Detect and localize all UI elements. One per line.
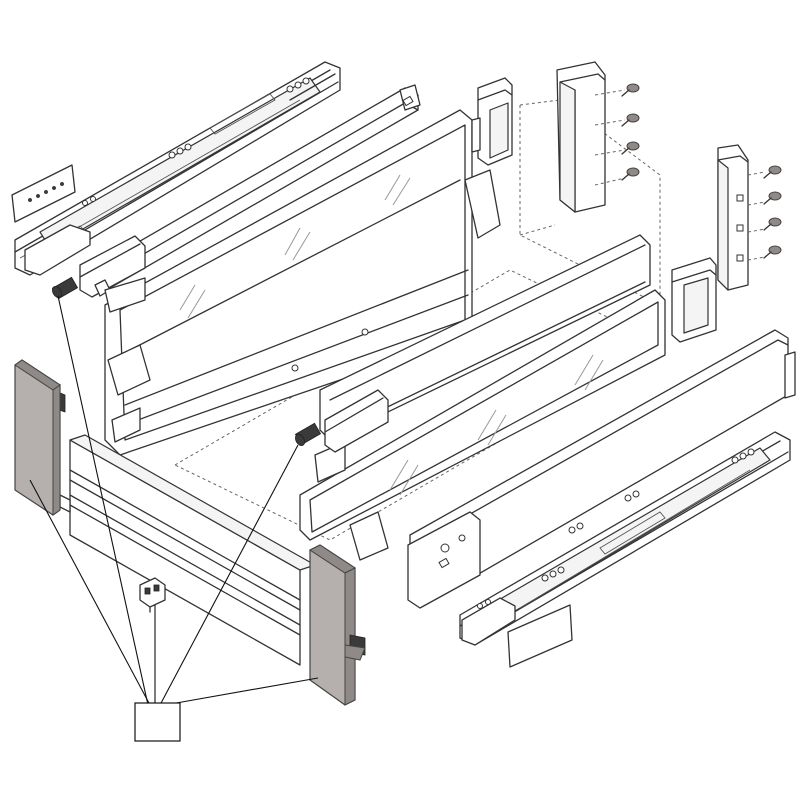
left-runner-rail — [14, 61, 341, 276]
back-panel-bracket-left — [471, 77, 513, 166]
left-label-plate — [11, 164, 76, 223]
screws — [621, 83, 782, 259]
right-drawer-side-profile — [407, 329, 796, 609]
screw — [621, 83, 640, 97]
screw — [621, 167, 640, 181]
screw — [621, 113, 640, 127]
left-drawer-side-profile — [89, 84, 421, 293]
left-inner-glass-side — [104, 109, 501, 456]
screw — [763, 191, 782, 205]
screw — [763, 245, 782, 259]
front-fixing-bracket-right — [717, 144, 766, 291]
back-panel-bracket-right — [556, 61, 626, 213]
callout-box — [134, 702, 181, 742]
callout-leaders — [29, 295, 319, 706]
damper-right — [294, 389, 389, 453]
damper-left — [51, 235, 146, 300]
mounting-clip — [139, 577, 166, 613]
screw — [763, 165, 782, 179]
front-fixing-bracket-middle — [671, 257, 717, 343]
front-panel — [59, 434, 316, 666]
right-runner-rail — [459, 431, 791, 646]
right-label-plate — [507, 604, 573, 668]
right-inner-glass-side — [299, 234, 666, 561]
screw — [763, 217, 782, 231]
end-cap-right — [308, 544, 366, 706]
end-cap-left — [14, 359, 66, 516]
screw — [621, 141, 640, 155]
